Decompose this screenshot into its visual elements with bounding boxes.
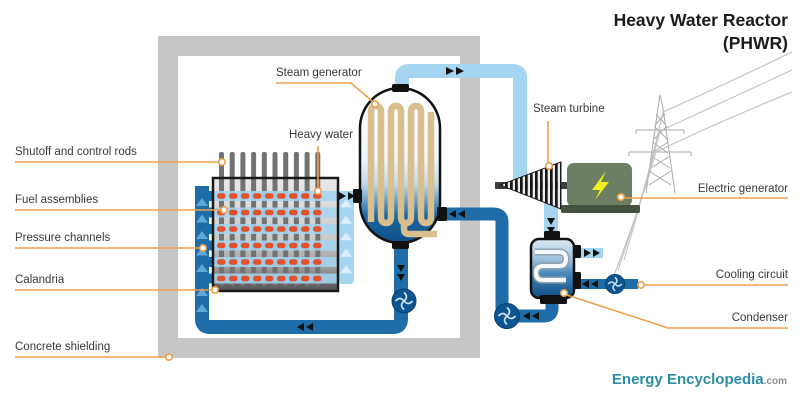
pressure-channel-rows [213,191,338,284]
transmission-tower-icon [612,51,793,279]
condenser-nozzles [540,231,581,304]
condenser-coil [532,248,570,284]
fuel-row [217,226,322,232]
pump-icon [604,273,626,295]
label-pressure-channels: Pressure channels [15,232,111,244]
diagram-title: Heavy Water Reactor (PHWR) [614,9,788,55]
steam-generator [353,84,447,249]
leader-condenser [566,294,788,329]
pump-icon [494,303,520,329]
label-heavy-water: Heavy water [289,129,353,141]
fuel-row [217,193,322,199]
label-steam-turbine: Steam turbine [533,103,605,115]
fuel-row [217,275,322,282]
electric-generator [561,163,640,213]
title-line-2: (PHWR) [722,33,788,53]
reactor-core [195,152,359,312]
flow-arrow-icon [297,67,600,331]
label-shutoff-control-rods: Shutoff and control rods [15,146,137,158]
condenser [529,231,581,304]
label-steam-generator: Steam generator [276,67,362,79]
fuel-row [217,209,322,216]
fuel-row [217,242,322,249]
label-electric-generator: Electric generator [697,183,788,195]
title-line-1: Heavy Water Reactor [613,10,788,30]
lightning-bolt-icon [592,171,609,200]
label-calandria: Calandria [15,274,65,286]
calandria-vessel [211,176,340,293]
label-fuel-assemblies: Fuel assemblies [15,194,99,206]
leader-lines [15,82,788,358]
fuel-row [217,259,322,265]
steam-turbine [498,161,562,210]
heat-exchanger-coils [367,102,437,238]
leader-steam-generator [276,82,373,102]
pump-icon [391,288,417,314]
energy-encyclopedia-logo: Energy Encyclopedia.com [612,371,787,389]
fuel-assemblies [217,193,322,282]
label-condenser: Condenser [731,312,788,324]
logo-text: Energy Encyclopedia [611,371,764,388]
steam-generator-nozzles [353,84,447,249]
control-rods [219,152,321,286]
flow-chevrons-outlet [340,199,352,274]
power-lines [612,51,793,279]
label-cooling-circuit: Cooling circuit [715,269,788,281]
label-concrete-shielding: Concrete shielding [15,341,111,353]
logo-tld: .com [763,376,787,387]
flow-chevrons-inlet [196,198,208,312]
leader-dots [165,100,645,361]
